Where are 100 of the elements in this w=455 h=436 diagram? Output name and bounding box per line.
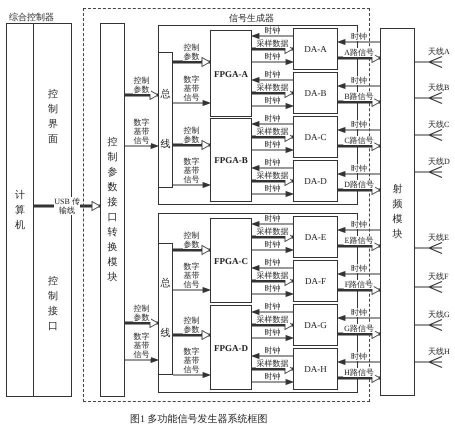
arrow [338, 285, 380, 295]
edge-label: 时钟 [264, 302, 282, 311]
arrow [173, 140, 210, 150]
edge-label: 时钟 [264, 114, 282, 123]
edge-label: 时钟 [264, 96, 282, 105]
edge-label: 控制参数 [182, 230, 200, 248]
arrow [124, 357, 158, 363]
box-label: DA-F [304, 276, 326, 286]
arrow [252, 335, 294, 341]
edge-label: 时钟 [264, 258, 282, 267]
edge-label: 时钟 [350, 220, 368, 229]
edge-label: G路信号 [343, 324, 375, 333]
arrow [252, 379, 294, 385]
edge-label: 数字基带信号 [132, 332, 150, 358]
arrow [252, 309, 294, 315]
edge-label: 时钟 [264, 52, 282, 61]
edge-label: 采样数据 [256, 227, 290, 236]
edge-label: 数字基带信号 [182, 74, 200, 102]
arrow [252, 121, 294, 127]
arrow [252, 103, 294, 109]
arrow [252, 176, 294, 186]
da-box [293, 72, 338, 114]
fpga-box [210, 218, 252, 303]
bus-box [158, 52, 173, 188]
edge-label: 时钟 [264, 284, 282, 293]
edge-label: 时钟 [264, 346, 282, 355]
arrow [252, 33, 294, 39]
edge-label: 控制参数 [182, 126, 200, 144]
rf-module-box [380, 28, 415, 396]
edge-label: E路信号 [344, 236, 374, 245]
connector-line [414, 286, 426, 288]
arrow [252, 247, 294, 253]
arrow [173, 245, 210, 255]
arrow [252, 88, 294, 98]
arrow [338, 359, 380, 365]
edge-label: 控制参数 [132, 76, 150, 94]
fpga-box [210, 118, 252, 202]
arrow [252, 265, 294, 271]
arrow [124, 143, 158, 149]
edge-label: 时钟 [350, 32, 368, 41]
arrow [338, 315, 380, 321]
edge-label: 数字基带信号 [182, 156, 200, 184]
arrow [125, 318, 158, 328]
edge-label: 时钟 [264, 26, 282, 35]
vertical-label: 计算机 [14, 188, 26, 232]
vertical-label: 控制接口 [48, 274, 58, 334]
arrow [338, 329, 380, 339]
arrow [338, 271, 380, 277]
vertical-label: 总线 [160, 88, 171, 152]
arrow [252, 291, 294, 297]
edge-label: 时钟 [264, 328, 282, 337]
arrow [252, 320, 294, 330]
box-label: FPGA-A [214, 68, 248, 78]
arrow [252, 165, 294, 171]
box-label: DA-B [304, 88, 326, 98]
edge-label: A路信号 [343, 48, 375, 57]
edge-label: 时钟 [264, 70, 282, 79]
box-label: DA-C [304, 132, 326, 142]
da-box [293, 216, 338, 258]
arrow [338, 373, 380, 383]
arrow [252, 353, 294, 359]
figure-caption: 图1 多功能信号发生器系统框图 [130, 412, 268, 426]
converter-box [100, 23, 125, 397]
arrow [173, 330, 210, 340]
arrow [338, 97, 380, 107]
connector-line [414, 134, 426, 136]
fpga-box [210, 30, 252, 117]
vertical-label: 控制参数接口转换模块 [107, 136, 118, 285]
antenna-label: 天线C [428, 120, 450, 129]
da-box [293, 160, 338, 202]
frame-heading: 信号生成器 [229, 12, 274, 25]
edge-label: H路信号 [343, 368, 375, 377]
fpga-box [210, 305, 252, 390]
arrow [172, 287, 210, 293]
edge-label: USB 传输线 [54, 197, 80, 215]
arrow [252, 232, 294, 242]
da-box [293, 116, 338, 158]
edge-label: 数字基带信号 [132, 118, 150, 144]
arrow [338, 39, 380, 45]
box-label: FPGA-C [214, 256, 248, 266]
edge-label: C路信号 [343, 136, 375, 145]
arrow [338, 83, 380, 89]
box-label: FPGA-B [214, 155, 248, 165]
edge-label: 控制参数 [132, 304, 150, 322]
da-box [293, 304, 338, 346]
edge-label: 时钟 [350, 308, 368, 317]
edge-label: D路信号 [343, 180, 375, 189]
box-heading: 综合控制器 [9, 11, 54, 24]
box-label: DA-A [304, 44, 327, 54]
arrow [338, 227, 380, 233]
edge-label: 时钟 [350, 264, 368, 273]
arrow [252, 77, 294, 83]
arrow [252, 276, 294, 286]
arrow [338, 171, 380, 177]
arrow [252, 44, 294, 54]
edge-label: 时钟 [264, 214, 282, 223]
edge-label: 控制参数 [182, 316, 200, 334]
da-box [293, 28, 338, 70]
da-box [293, 348, 338, 390]
edge-label: 采样数据 [256, 315, 290, 324]
